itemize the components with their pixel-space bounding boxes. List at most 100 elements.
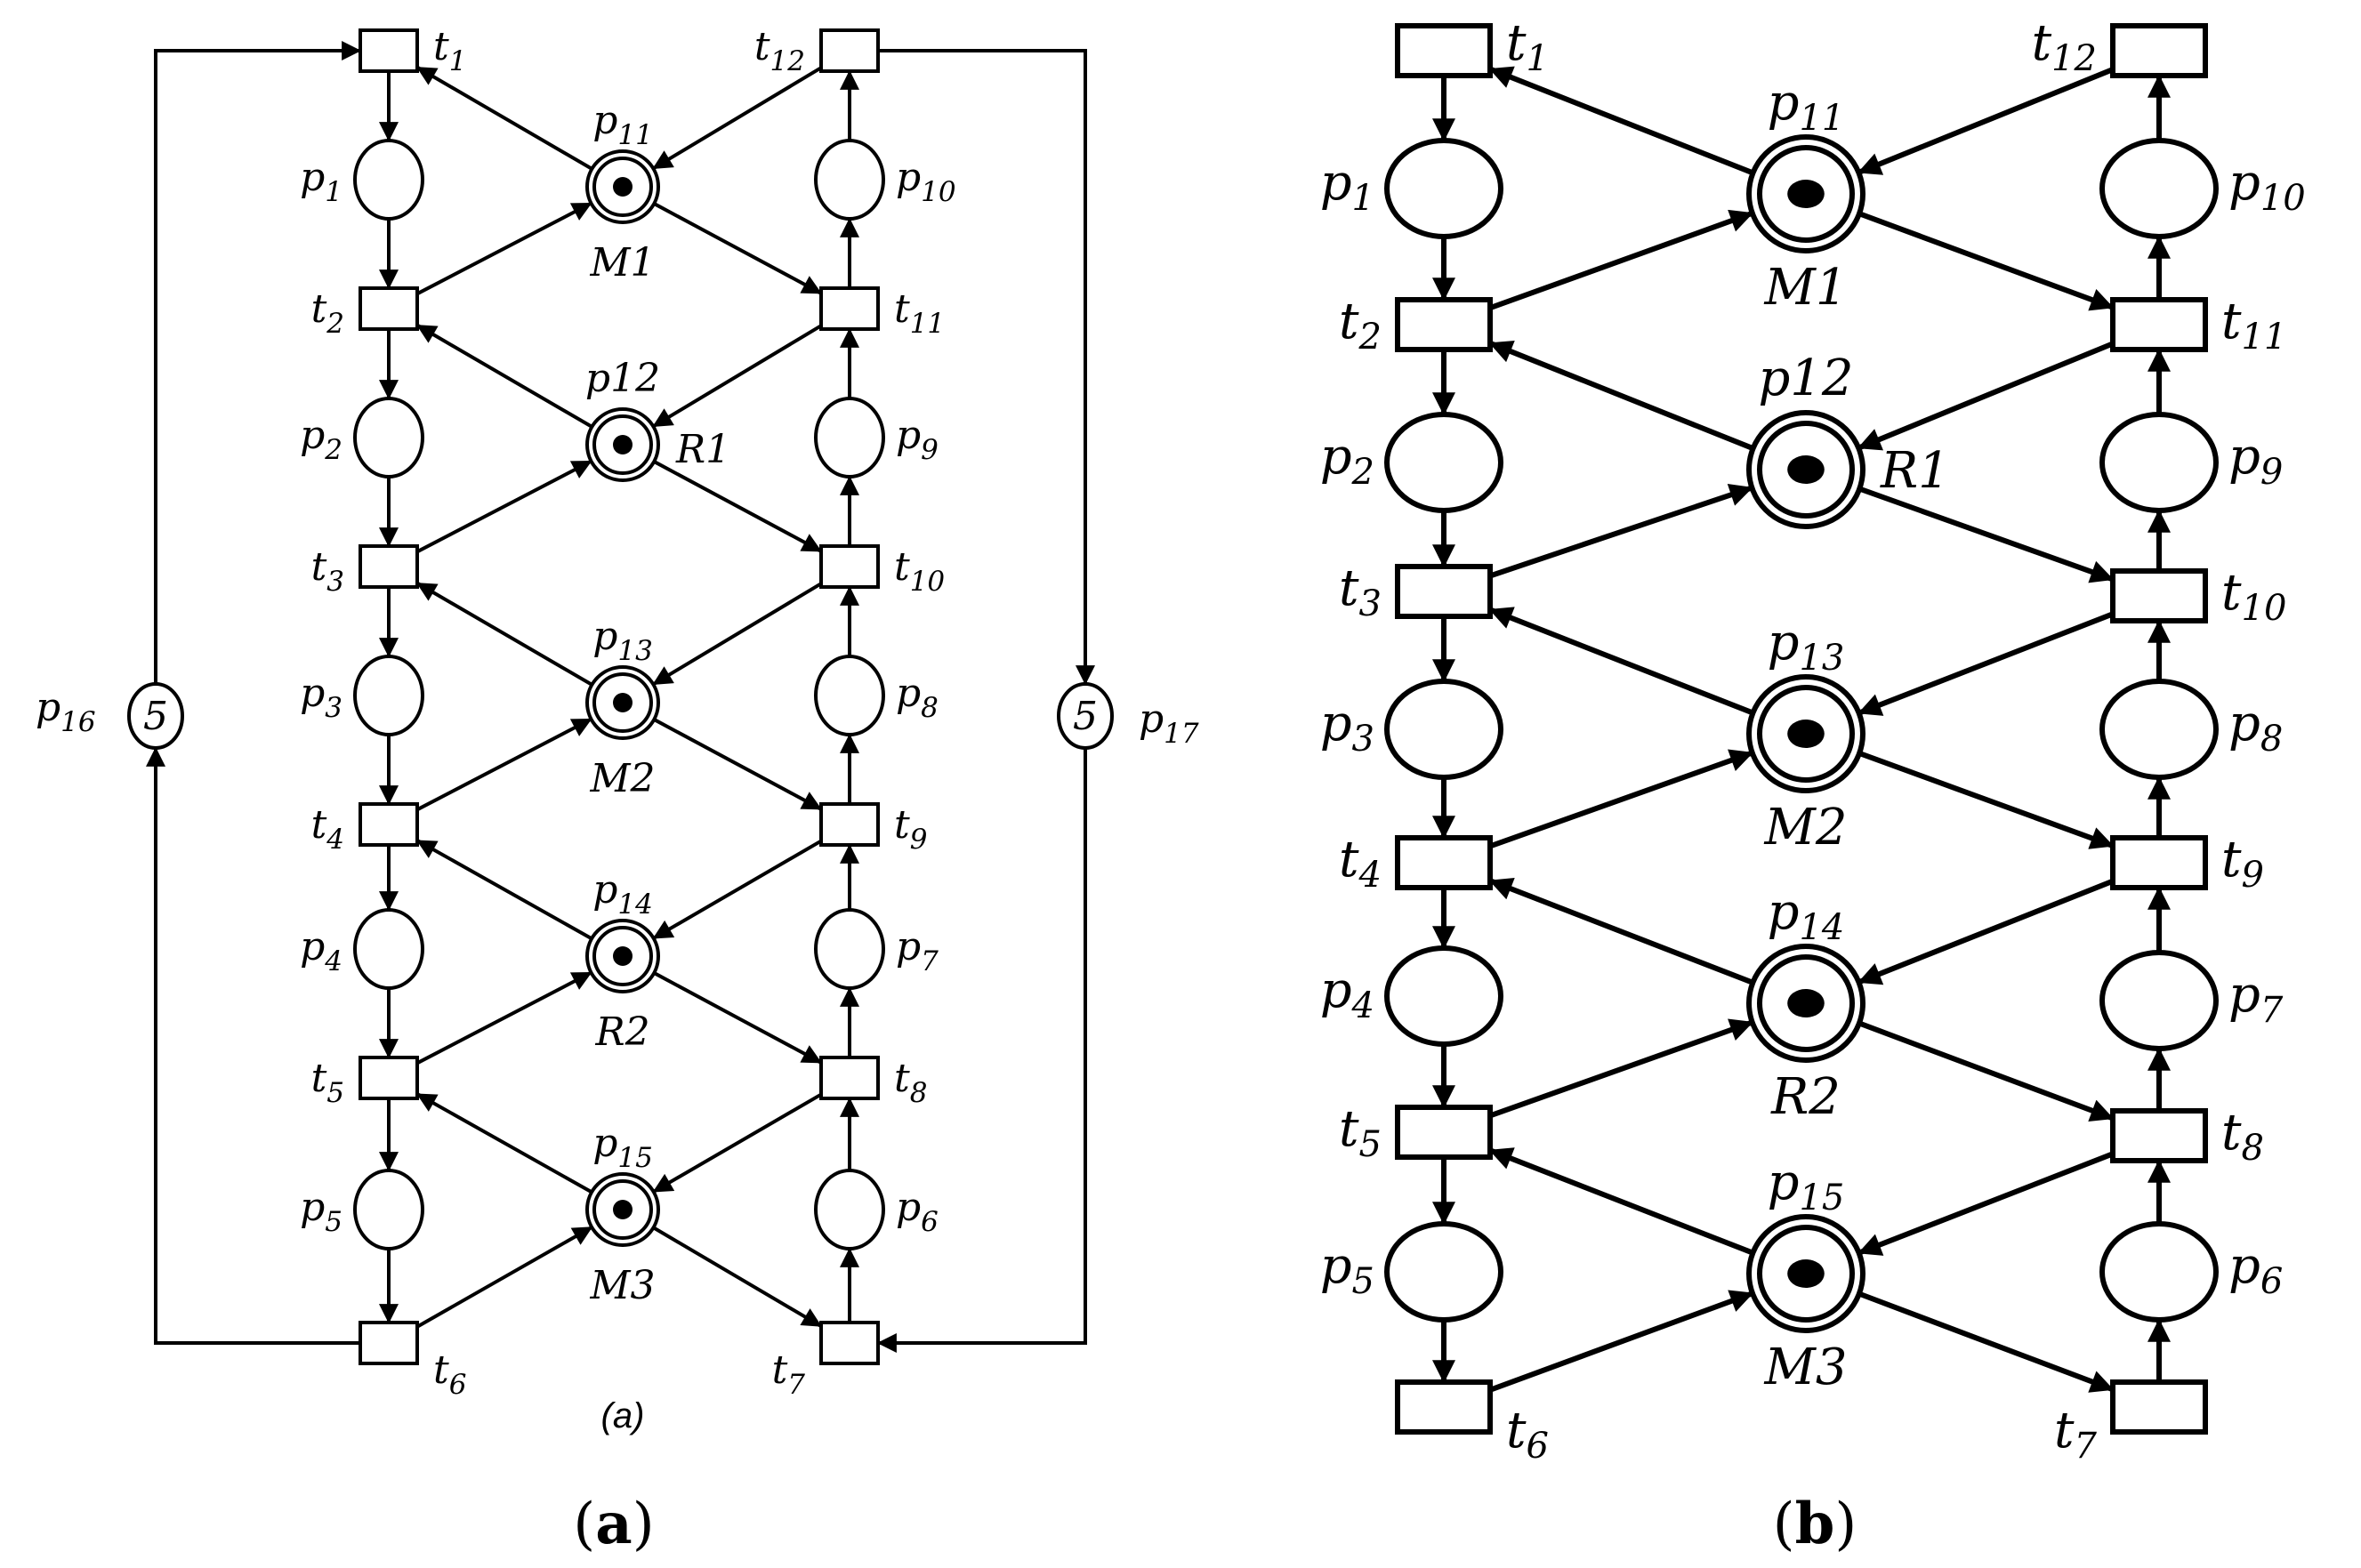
place-p14-inner-ring (1757, 954, 1855, 1052)
place-p9 (814, 397, 885, 478)
inner-caption-a: (a) (601, 1396, 645, 1435)
place-p13-inner-ring (1757, 685, 1855, 783)
arc-p17-t7 (876, 748, 1087, 1353)
arc-t9-p14 (652, 839, 823, 940)
arc-t5-p14 (416, 970, 592, 1065)
place-p6 (2099, 1221, 2219, 1323)
place-p14-inner-ring (592, 926, 653, 986)
place-p2 (353, 397, 424, 478)
label-t6: t6 (433, 1347, 466, 1401)
label-t2: t2 (311, 286, 344, 340)
label-p6: p6 (2228, 1237, 2283, 1302)
transition-t12 (2110, 23, 2208, 78)
label-t11: t11 (2221, 293, 2286, 358)
place-p10 (814, 139, 885, 221)
token-p13 (613, 693, 633, 712)
token-p11 (613, 177, 633, 197)
transition-t11 (2110, 297, 2208, 352)
label-p10: p10 (896, 155, 956, 208)
arc-t2-p11 (416, 201, 592, 296)
label-t1: t1 (1506, 14, 1549, 79)
label-t9: t9 (2221, 831, 2264, 896)
label-t3: t3 (311, 544, 344, 598)
transition-t3 (359, 544, 419, 589)
label-t8: t8 (2221, 1104, 2264, 1169)
arc-t11-p12 (1857, 341, 2115, 451)
token-p12 (613, 435, 633, 454)
label-t7: t7 (2054, 1402, 2098, 1467)
place-p3 (353, 655, 424, 736)
arc-t3-p12 (1489, 483, 1753, 579)
place-p15-inner-ring (1757, 1225, 1855, 1323)
resource-p12: R1 (675, 427, 730, 472)
place-p4 (1384, 945, 1503, 1047)
arc-t9-p14 (1857, 878, 2115, 985)
arc-p11-t1 (1488, 66, 1754, 176)
label-p12: p12 (585, 356, 660, 401)
place-p16 (127, 682, 184, 750)
place-p7 (2099, 950, 2219, 1051)
transition-t2 (359, 286, 419, 331)
label-p7: p7 (2228, 966, 2284, 1031)
transition-t9 (2110, 835, 2208, 890)
place-p15-inner-ring (592, 1179, 653, 1240)
label-p4: p4 (300, 924, 342, 977)
label-t10: t10 (894, 544, 945, 598)
transition-t1 (1395, 23, 1493, 78)
label-t10: t10 (2221, 564, 2286, 629)
transition-t6 (1395, 1379, 1493, 1435)
label-p15: p15 (1768, 1154, 1845, 1218)
transition-t3 (1395, 564, 1493, 619)
label-p5: p5 (300, 1185, 342, 1238)
label-t1: t1 (433, 24, 466, 77)
arc-p14-t8 (653, 971, 822, 1065)
transition-t2 (1395, 297, 1493, 352)
label-p3: p3 (1320, 695, 1374, 760)
place-p11-inner-ring (1757, 145, 1855, 243)
label-p11: p11 (1768, 74, 1845, 139)
place-p7 (814, 908, 885, 990)
label-t12: t12 (2032, 14, 2097, 79)
label-p4: p4 (1320, 961, 1374, 1026)
arc-t10-p13 (652, 582, 823, 687)
arc-p11-t11 (653, 202, 822, 295)
arc-t2-p11 (1488, 209, 1754, 311)
resource-p13: M2 (1764, 799, 1848, 856)
place-p8 (2099, 679, 2219, 780)
arc-p13-t3 (415, 581, 593, 687)
transition-t10 (819, 544, 880, 589)
arc-t6-p15 (1488, 1290, 1754, 1393)
token-p14 (613, 946, 633, 966)
arc-p15-t7 (652, 1226, 823, 1328)
arc-t6-p16 (146, 746, 360, 1345)
arc-p13-t9 (1858, 751, 2115, 849)
place-p16-tokens: 5 (143, 694, 168, 739)
label-p10: p10 (2228, 154, 2306, 219)
label-p8: p8 (896, 671, 939, 724)
transition-t7 (819, 1321, 880, 1365)
caption-a: (a) (573, 1491, 654, 1557)
transition-t1 (359, 28, 419, 73)
label-t9: t9 (894, 802, 927, 856)
arc-t11-p12 (652, 324, 823, 429)
arc-t8-p15 (652, 1092, 823, 1194)
label-p14: p14 (592, 867, 653, 921)
resource-p11: M1 (1764, 259, 1848, 317)
transition-t9 (819, 802, 880, 847)
arc-p12-t10 (653, 460, 822, 553)
label-t8: t8 (894, 1056, 927, 1109)
arc-t4-p13 (416, 717, 592, 812)
transition-t4 (1395, 835, 1493, 890)
label-p6: p6 (896, 1185, 939, 1238)
place-p17 (1057, 682, 1114, 750)
place-p6 (814, 1169, 885, 1250)
label-p2: p2 (1320, 428, 1374, 493)
label-t2: t2 (1339, 293, 1382, 358)
place-p2 (1384, 412, 1503, 513)
label-t12: t12 (754, 24, 805, 77)
arc-p15-t5 (416, 1092, 593, 1194)
label-p13: p13 (592, 614, 653, 667)
transition-t5 (359, 1056, 419, 1100)
token-p13 (1787, 720, 1825, 748)
label-p13: p13 (1768, 614, 1845, 679)
